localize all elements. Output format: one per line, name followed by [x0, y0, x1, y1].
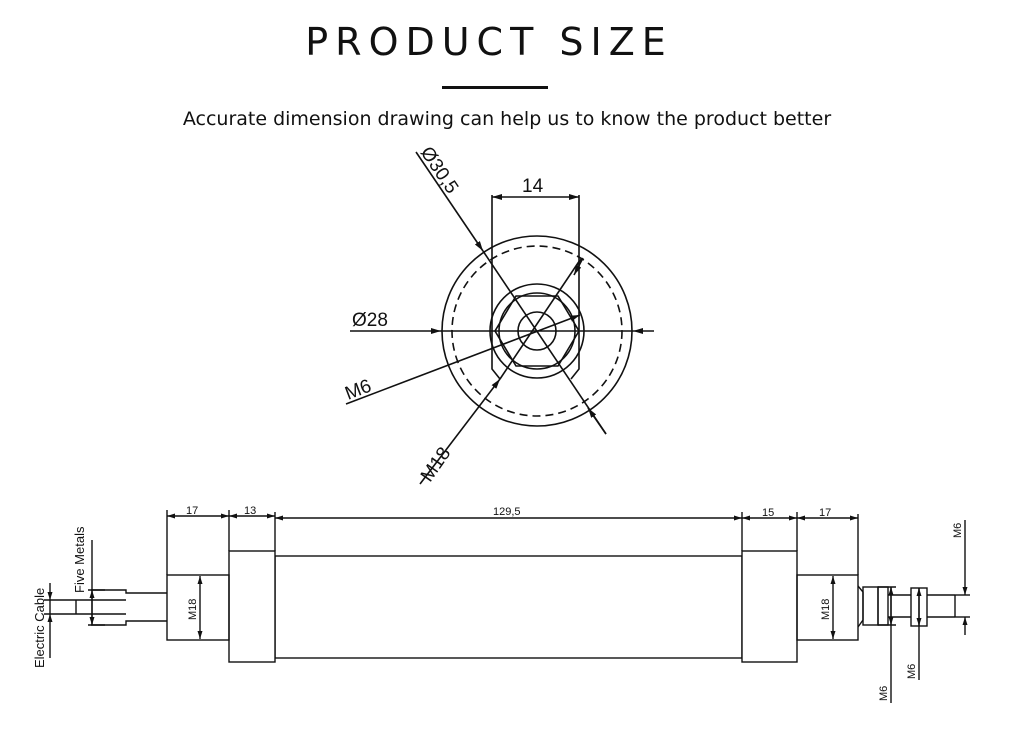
dim-barrel: 129,5	[493, 506, 521, 518]
page-subtitle: Accurate dimension drawing can help us t…	[182, 108, 832, 130]
dim-right-nose: 17	[819, 507, 831, 519]
label-right-m18: M18	[820, 599, 832, 620]
side-view	[44, 510, 970, 703]
label-width-14: 14	[522, 176, 544, 197]
label-electric-cable: Electric Cable	[32, 588, 47, 668]
label-nut-m6-2: M6	[906, 664, 918, 679]
title-underline	[442, 86, 548, 89]
right-cap	[741, 550, 798, 663]
label-rod-m6: M6	[952, 523, 964, 538]
flat-left	[491, 195, 501, 380]
end-view	[345, 151, 654, 485]
dim-left-nose: 17	[186, 505, 198, 517]
dim-right-cap: 15	[762, 507, 774, 519]
label-left-m18: M18	[187, 599, 199, 620]
page-title: PRODUCT SIZE	[305, 20, 673, 64]
right-nose	[796, 574, 859, 641]
side-view-labels: 17 13 129,5 15 17 M18 M18 Electric Cable…	[32, 505, 964, 701]
label-inner-diameter: Ø28	[352, 310, 388, 331]
barrel	[274, 555, 743, 659]
label-five-metals: Five Metals	[72, 526, 87, 593]
left-nose	[166, 574, 230, 641]
left-cap	[228, 550, 276, 663]
flat-right	[570, 195, 580, 380]
label-nut-m6-1: M6	[878, 686, 890, 701]
label-outer-diameter: Ø30,5	[416, 143, 462, 198]
dim-left-cap: 13	[244, 505, 256, 517]
label-rod-thread: M6	[342, 376, 374, 405]
